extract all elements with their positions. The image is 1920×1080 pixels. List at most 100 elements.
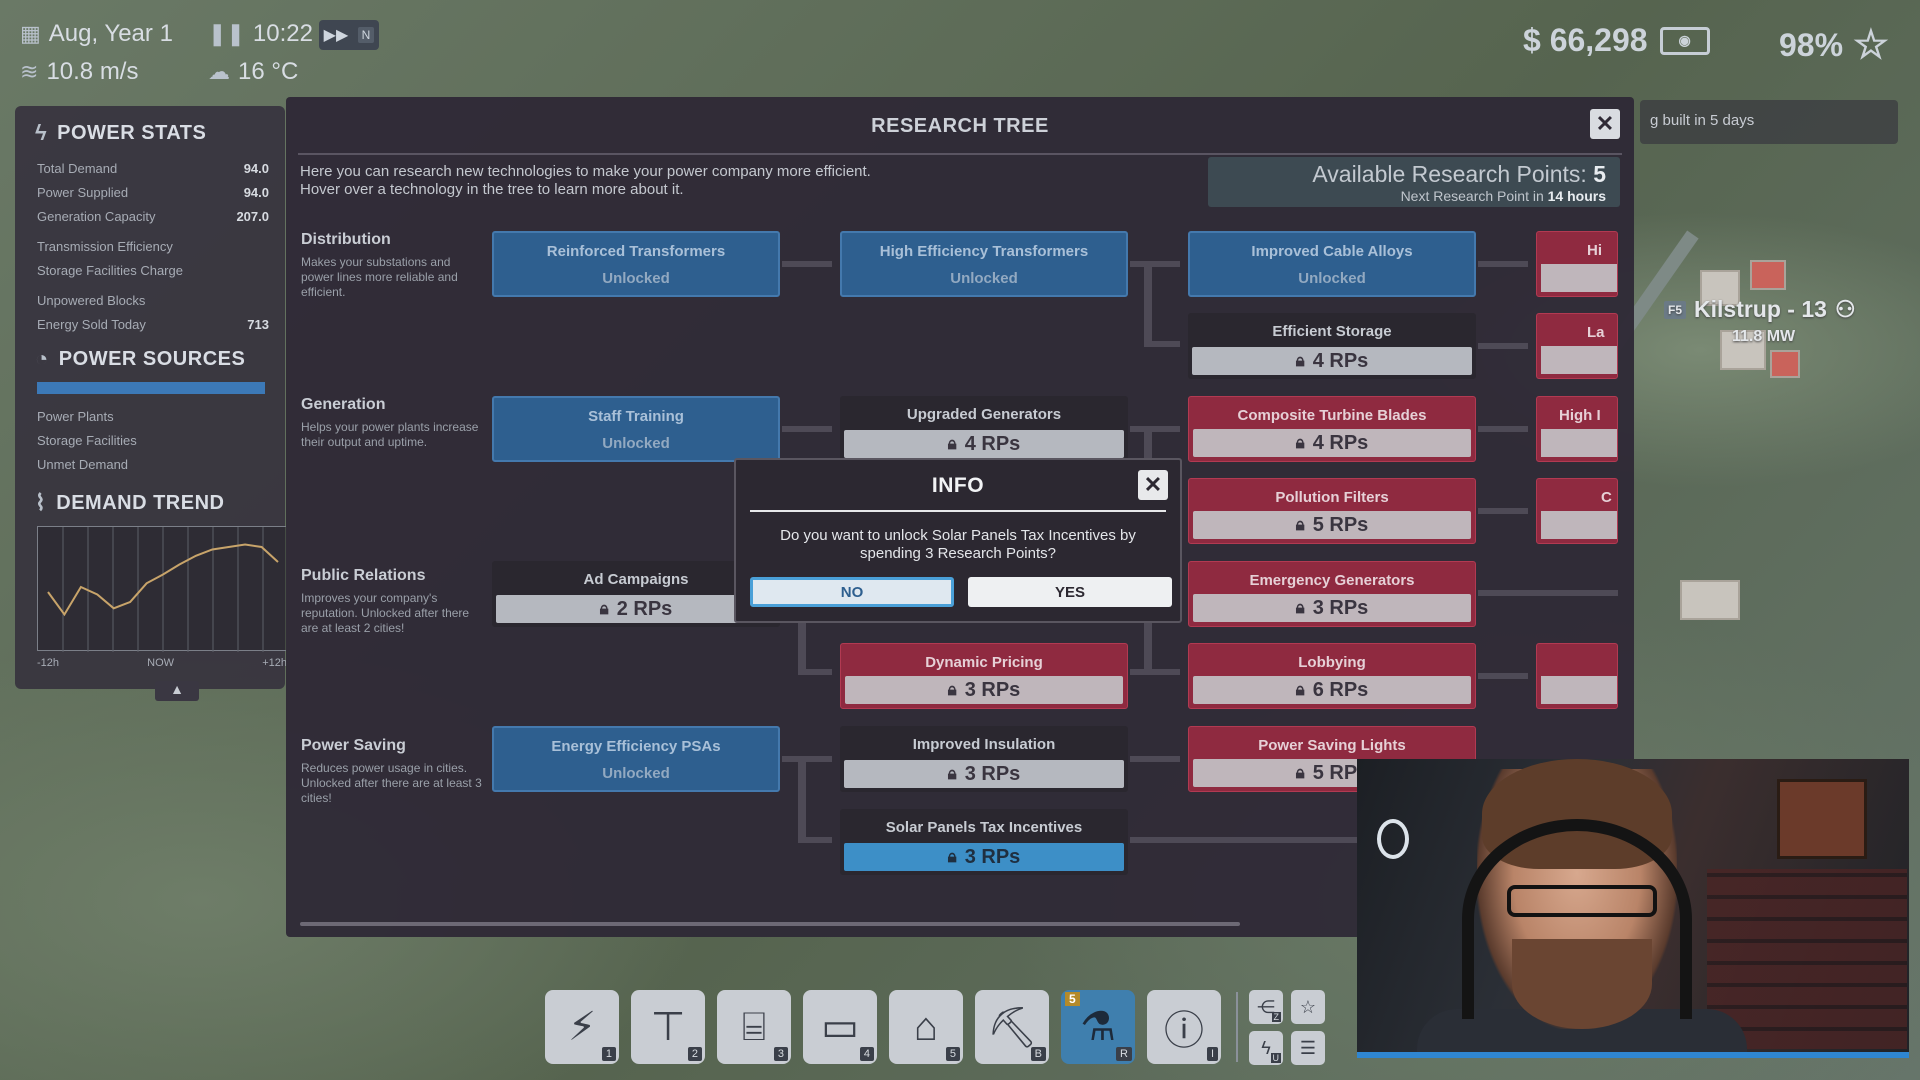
build-power-line-tower-button[interactable]: ⚡︎1: [545, 990, 619, 1064]
pause-icon[interactable]: ❚❚: [208, 21, 245, 46]
node-solar-panels-tax-incentives[interactable]: Solar Panels Tax Incentives 🔒︎3 RPs: [840, 809, 1128, 875]
close-dialog-button[interactable]: ✕: [1138, 470, 1168, 500]
shelf: [1707, 869, 1907, 1049]
star-icon: ☆: [1299, 996, 1317, 1017]
people-icon: ⚇: [1834, 296, 1856, 322]
connector: [1478, 426, 1528, 432]
lock-icon: 🔒︎: [947, 847, 957, 866]
node-energy-efficiency-psas[interactable]: Energy Efficiency PSAs Unlocked: [492, 726, 780, 792]
node-pollution-filters[interactable]: Pollution Filters 🔒︎5 RPs: [1188, 478, 1476, 544]
calendar-icon: ▦: [20, 21, 41, 46]
yes-button[interactable]: YES: [968, 577, 1172, 607]
demand-trend-svg: [47, 527, 279, 652]
city-label[interactable]: F5 Kilstrup - 13 ⚇: [1664, 296, 1856, 323]
temperature-display: ☁ 16 °C: [208, 58, 299, 85]
power-stats-header: ϟ POWER STATS: [35, 120, 207, 145]
node-composite-turbine-blades[interactable]: Composite Turbine Blades 🔒︎4 RPs: [1188, 396, 1476, 462]
build-pole-button[interactable]: ⊤2: [631, 990, 705, 1064]
map-building: [1720, 330, 1766, 370]
share-icon: ⋲: [1257, 996, 1275, 1017]
node-efficient-storage[interactable]: Efficient Storage 🔒︎4 RPs: [1188, 313, 1476, 379]
build-storage-button[interactable]: ▭4: [803, 990, 877, 1064]
favorites-button[interactable]: ☆: [1291, 990, 1325, 1024]
collapse-panel-button[interactable]: ▲: [155, 681, 199, 701]
node-upgraded-generators[interactable]: Upgraded Generators 🔒︎4 RPs: [840, 396, 1128, 462]
money-display[interactable]: $ 66,298 ◉: [1523, 22, 1710, 59]
node-lobbying[interactable]: Lobbying 🔒︎6 RPs: [1188, 643, 1476, 709]
node-partial-1[interactable]: Hi: [1536, 231, 1618, 297]
connector: [798, 837, 832, 843]
node-improved-insulation[interactable]: Improved Insulation 🔒︎3 RPs: [840, 726, 1128, 792]
research-button[interactable]: 5⚗︎R: [1061, 990, 1135, 1064]
connector: [1130, 756, 1180, 762]
time-display: ❚❚ 10:22: [208, 20, 313, 47]
pole-icon: ⊤: [650, 1005, 686, 1049]
trend-label: NOW: [147, 657, 175, 669]
node-staff-training[interactable]: Staff Training Unlocked: [492, 396, 780, 462]
connector: [798, 669, 832, 675]
lock-icon: 🔒︎: [599, 599, 609, 618]
stat-row: Unpowered Blocks: [37, 292, 146, 308]
build-substation-button[interactable]: ⌸3: [717, 990, 791, 1064]
wind-icon: ≋: [20, 59, 39, 84]
node-partial-2[interactable]: La: [1536, 313, 1618, 379]
date-display: ▦ Aug, Year 1: [20, 20, 173, 47]
map-building: [1680, 580, 1740, 620]
research-points-badge: 5: [1065, 992, 1080, 1006]
horizontal-scrollbar[interactable]: [300, 922, 1240, 926]
money-icon: ◉: [1659, 26, 1710, 55]
source-row: Storage Facilities: [37, 432, 137, 448]
lock-icon: 🔒︎: [1295, 763, 1305, 782]
demand-trend-chart: [37, 526, 287, 652]
stat-row: Storage Facilities Charge: [37, 262, 183, 278]
trend-icon: ⌇: [35, 490, 47, 515]
no-button[interactable]: NO: [750, 577, 954, 607]
trend-axis-labels: -12h NOW +12h: [37, 657, 287, 669]
lightning-icon: ϟ: [1261, 1037, 1271, 1058]
node-improved-cable-alloys[interactable]: Improved Cable Alloys Unlocked: [1188, 231, 1476, 297]
close-tree-button[interactable]: ✕: [1590, 109, 1620, 139]
lock-icon: 🔒︎: [947, 680, 957, 699]
notification[interactable]: g built in 5 days: [1640, 100, 1898, 144]
list-icon: ☰: [1299, 1037, 1317, 1058]
city-hotkey: F5: [1664, 300, 1687, 319]
node-partial-3[interactable]: High I: [1536, 396, 1618, 462]
stat-row: Transmission Efficiency: [37, 238, 173, 254]
dialog-title: INFO: [931, 474, 985, 497]
demand-trend-header: ⌇ DEMAND TREND: [35, 490, 225, 515]
connector: [1130, 837, 1370, 843]
category-generation: Generation Helps your power plants incre…: [301, 396, 479, 449]
webcam-bar: [1357, 1052, 1909, 1058]
map-building: [1770, 350, 1800, 378]
connector: [1478, 590, 1618, 596]
fast-forward-button[interactable]: ▶▶ N: [319, 20, 379, 50]
lock-icon: 🔒︎: [947, 434, 957, 453]
webcam-overlay: [1357, 759, 1909, 1058]
node-emergency-generators[interactable]: Emergency Generators 🔒︎3 RPs: [1188, 561, 1476, 627]
connector: [782, 426, 832, 432]
city-power: 11.8 MW: [1732, 328, 1796, 345]
node-partial-5[interactable]: [1536, 643, 1618, 709]
substation-icon: ⌸: [742, 1004, 766, 1049]
battery-icon: ▭: [821, 1005, 859, 1049]
build-power-plant-button[interactable]: ⌂5: [889, 990, 963, 1064]
divider: [750, 510, 1166, 512]
lock-icon: 🔒︎: [1295, 598, 1305, 617]
node-ad-campaigns[interactable]: Ad Campaigns 🔒︎2 RPs: [492, 561, 780, 627]
connector: [1478, 673, 1528, 679]
stats-view-button[interactable]: ☰: [1291, 1031, 1325, 1065]
node-high-efficiency-transformers[interactable]: High Efficiency Transformers Unlocked: [840, 231, 1128, 297]
node-reinforced-transformers[interactable]: Reinforced Transformers Unlocked: [492, 231, 780, 297]
wall-poster: [1777, 779, 1867, 859]
lock-icon: 🔒︎: [1295, 680, 1305, 699]
node-dynamic-pricing[interactable]: Dynamic Pricing 🔒︎3 RPs: [840, 643, 1128, 709]
node-partial-4[interactable]: C: [1536, 478, 1618, 544]
approval-display[interactable]: 98% ☆: [1779, 23, 1889, 67]
bulldoze-button[interactable]: ⛏︎B: [975, 990, 1049, 1064]
network-view-button[interactable]: ⋲Z: [1249, 990, 1283, 1024]
connector: [1478, 343, 1528, 349]
